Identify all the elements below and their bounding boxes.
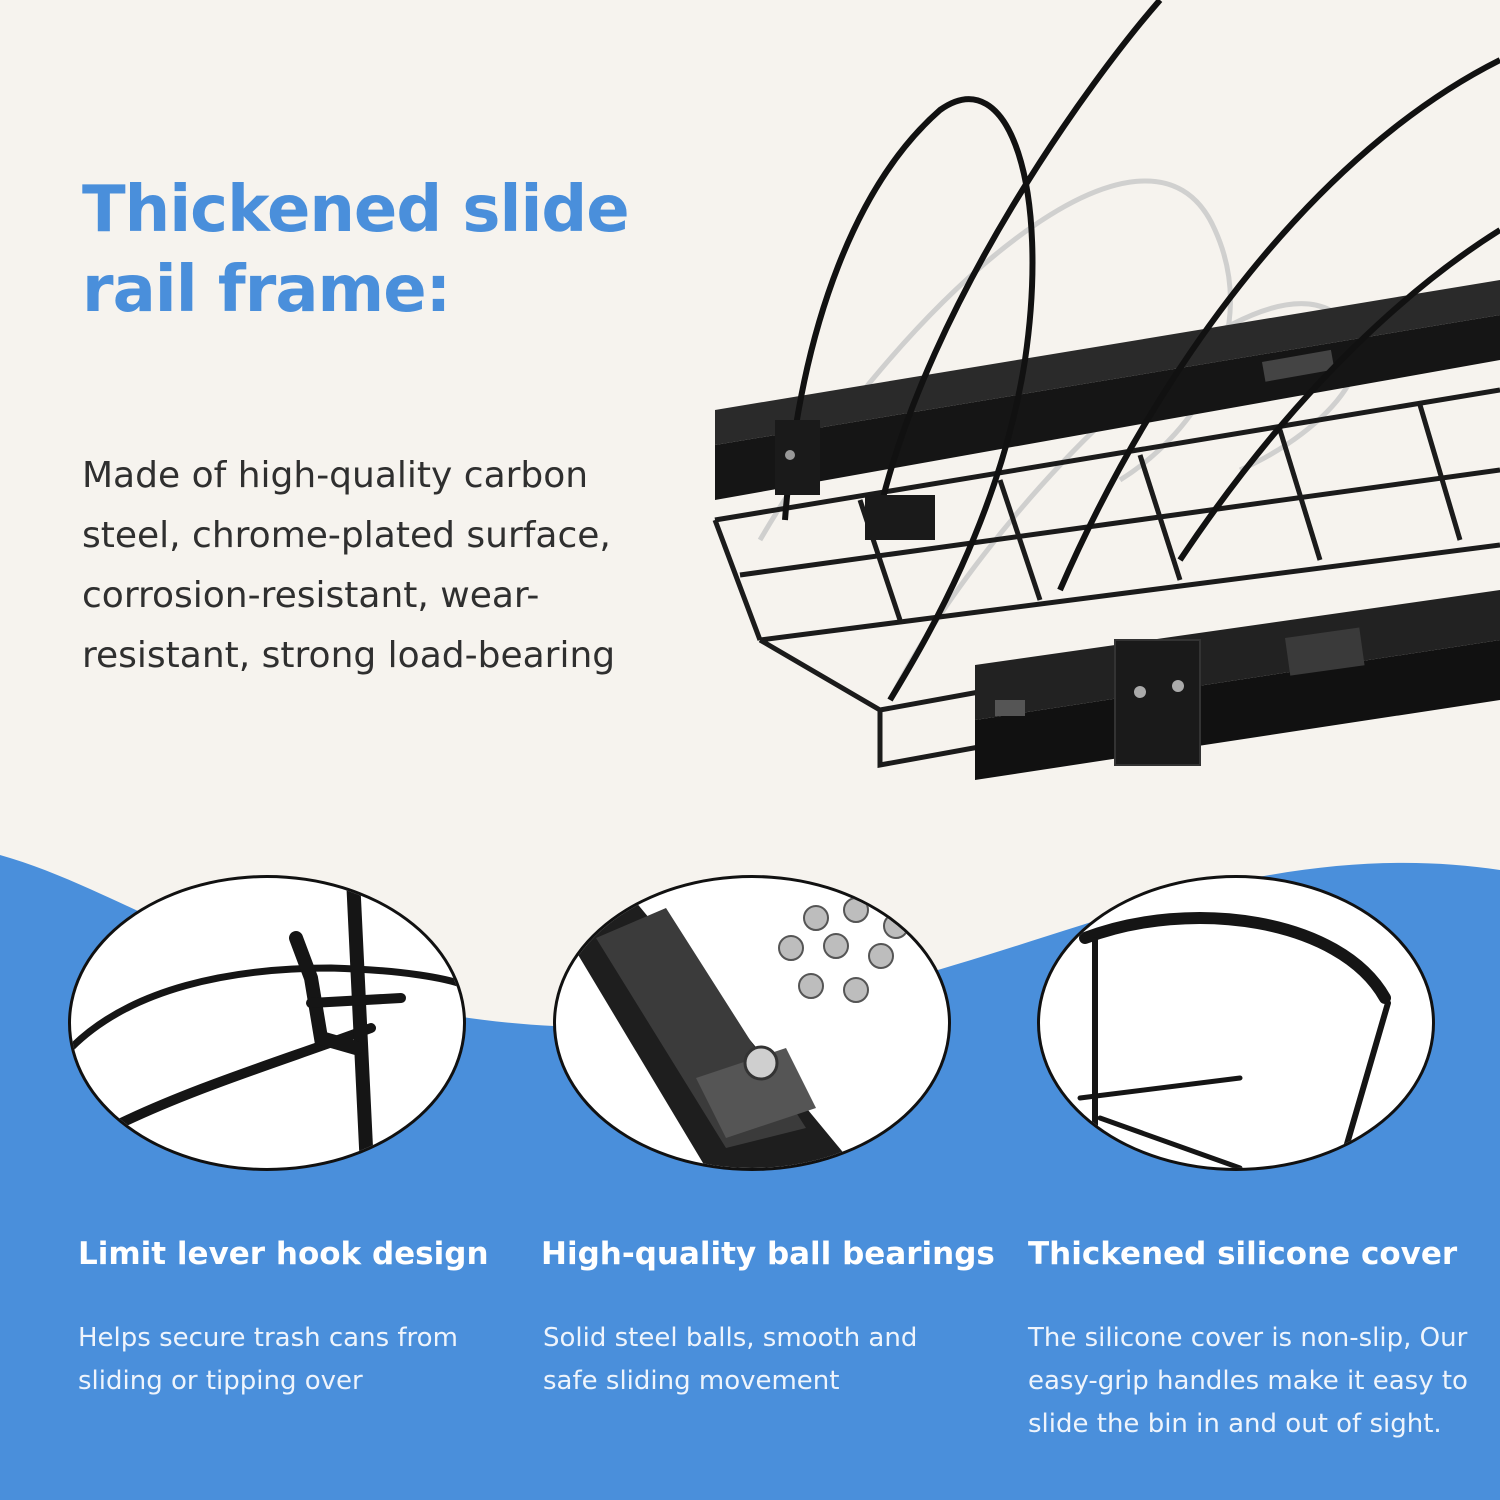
back-slide-rail — [715, 280, 1500, 500]
feature-title-hook: Limit lever hook design — [78, 1236, 489, 1272]
hero-description: Made of high-quality carbon steel, chrom… — [82, 455, 616, 676]
feature-image-ball-bearings — [553, 875, 951, 1171]
slide-rail-basket-image — [712, 0, 1500, 780]
feature-image-hook — [68, 875, 466, 1171]
silicone-handle-closeup-image — [1077, 912, 1391, 1168]
front-slide-rail — [975, 590, 1500, 780]
ball-bearing-closeup-image — [556, 878, 909, 1168]
hero-title: Thickened slide rail frame: — [82, 173, 630, 327]
hook-closeup-image — [71, 878, 463, 1168]
feature-title-ball-bearings: High-quality ball bearings — [541, 1236, 995, 1272]
feature-description-hook: Helps secure trash cans from sliding or … — [78, 1323, 458, 1396]
feature-title-silicone-cover: Thickened silicone cover — [1028, 1236, 1458, 1272]
feature-image-silicone-cover — [1037, 875, 1435, 1171]
feature-description-silicone-cover: The silicone cover is non-slip, Our easy… — [1028, 1323, 1468, 1439]
feature-description-ball-bearings: Solid steel balls, smooth and safe slidi… — [543, 1323, 918, 1396]
